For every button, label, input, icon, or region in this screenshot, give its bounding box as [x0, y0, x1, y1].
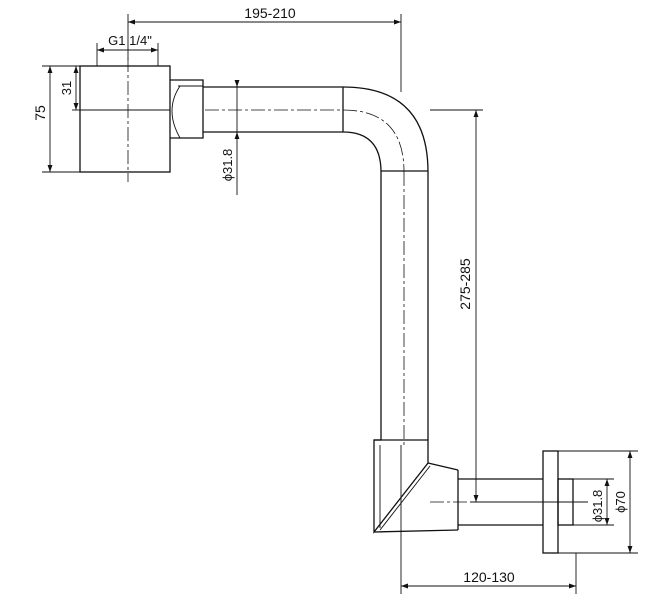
elbow-bend	[342, 86, 429, 173]
top-pipe	[203, 86, 344, 133]
dim-thread: G1 1/4"	[96, 33, 159, 66]
dim-thread-label: G1 1/4"	[108, 33, 152, 48]
dim-pipe-diameter-top: ϕ31.8	[220, 80, 240, 195]
dim-pipe-diameter-top-label: ϕ31.8	[220, 149, 235, 182]
dim-overall-width-label: 195-210	[244, 5, 296, 21]
dim-pipe-diameter-bottom-label: ϕ31.8	[590, 490, 605, 523]
dim-centre-offset-label: 31	[59, 81, 74, 95]
dim-overall-width: 195-210	[127, 5, 402, 92]
trap-outlet-nut	[170, 79, 204, 139]
dim-wall-projection-label: 120-130	[463, 569, 515, 585]
dim-body-height-label: 75	[32, 105, 48, 121]
dim-flange-diameter: ϕ70	[558, 450, 638, 554]
dim-pipe-diameter-bottom: ϕ31.8	[573, 478, 614, 526]
dim-flange-diameter-label: ϕ70	[613, 491, 628, 513]
dim-wall-projection: 120-130	[400, 445, 577, 594]
bottom-elbow	[373, 439, 459, 534]
vertical-pipe	[380, 170, 429, 445]
dim-drop-height: 275-285	[430, 109, 588, 503]
dim-drop-height-label: 275-285	[457, 258, 473, 310]
dim-centre-offset: 31	[59, 66, 80, 111]
trap-body	[79, 58, 171, 182]
